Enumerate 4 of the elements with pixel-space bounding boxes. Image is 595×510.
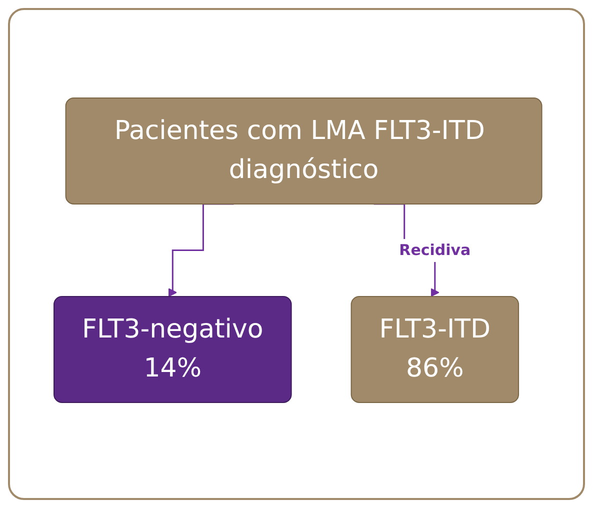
node-box: Pacientes com LMA FLT3-ITD diagnóstico <box>64 97 542 204</box>
node-box: FLT3-negativo 14% <box>53 296 292 403</box>
edge-label: Recidiva <box>398 240 470 259</box>
node-box: FLT3-ITD 86% <box>350 296 519 403</box>
